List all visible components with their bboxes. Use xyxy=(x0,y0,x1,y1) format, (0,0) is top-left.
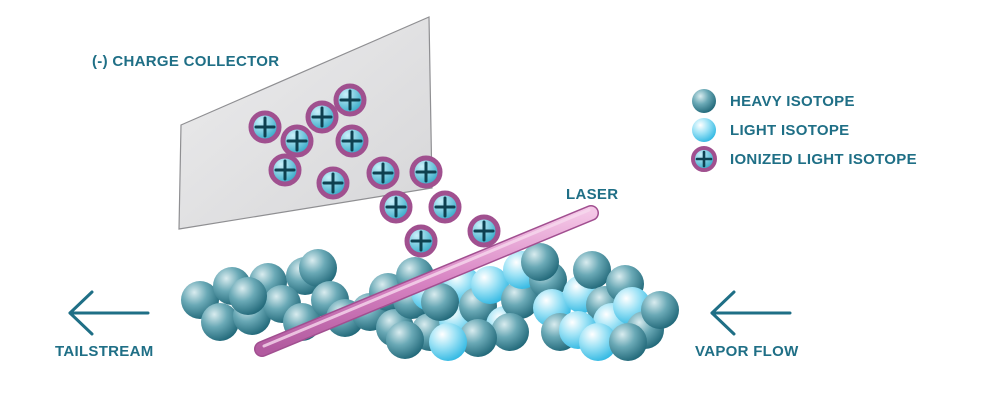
heavy-isotope xyxy=(573,251,611,289)
ionized-light-isotope xyxy=(404,224,438,258)
heavy-isotope xyxy=(491,313,529,351)
ionized-light-isotope xyxy=(268,153,302,187)
legend-item-heavy: HEAVY ISOTOPE xyxy=(692,89,855,113)
vapor-flow-label: VAPOR FLOW xyxy=(695,343,799,360)
light-isotope-icon xyxy=(692,118,716,142)
ionized-light-isotope xyxy=(467,214,501,248)
vapor-stream xyxy=(181,243,679,361)
legend-item-light: LIGHT ISOTOPE xyxy=(692,118,849,142)
heavy-isotope-icon xyxy=(692,89,716,113)
ionized-light-isotope xyxy=(335,124,369,158)
ionized-light-isotope xyxy=(305,100,339,134)
legend-label: LIGHT ISOTOPE xyxy=(730,122,849,139)
legend-label: IONIZED LIGHT ISOTOPE xyxy=(730,151,917,168)
legend: HEAVY ISOTOPE LIGHT ISOTOPE IONIZED LIGH… xyxy=(691,89,917,172)
ionized-isotope-icon xyxy=(691,146,717,172)
ionized-light-isotope xyxy=(280,124,314,158)
heavy-isotope xyxy=(521,243,559,281)
ionized-light-isotope xyxy=(333,83,367,117)
legend-item-ion: IONIZED LIGHT ISOTOPE xyxy=(691,146,917,172)
ionized-light-isotope xyxy=(409,155,443,189)
ionized-light-isotope xyxy=(248,110,282,144)
ionized-light-isotope xyxy=(316,166,350,200)
laser-label: LASER xyxy=(566,186,618,203)
legend-label: HEAVY ISOTOPE xyxy=(730,93,855,110)
heavy-isotope xyxy=(299,249,337,287)
ionized-isotopes xyxy=(248,83,501,258)
heavy-isotope xyxy=(386,321,424,359)
tailstream-label: TAILSTREAM xyxy=(55,343,154,360)
light-isotope xyxy=(579,323,617,361)
heavy-isotope xyxy=(609,323,647,361)
heavy-isotope xyxy=(421,283,459,321)
heavy-isotope xyxy=(459,319,497,357)
heavy-isotope xyxy=(501,281,539,319)
ionized-light-isotope xyxy=(379,190,413,224)
heavy-isotope xyxy=(229,277,267,315)
light-isotope xyxy=(429,323,467,361)
arrow-left-icon xyxy=(710,290,792,336)
laser-beam xyxy=(254,205,599,357)
ionized-light-isotope xyxy=(366,156,400,190)
heavy-isotope xyxy=(201,303,239,341)
arrow-left-icon xyxy=(68,290,150,336)
ionized-light-isotope xyxy=(428,190,462,224)
light-isotope xyxy=(471,266,509,304)
charge-collector-label: (-) CHARGE COLLECTOR xyxy=(92,53,279,70)
heavy-isotope xyxy=(641,291,679,329)
